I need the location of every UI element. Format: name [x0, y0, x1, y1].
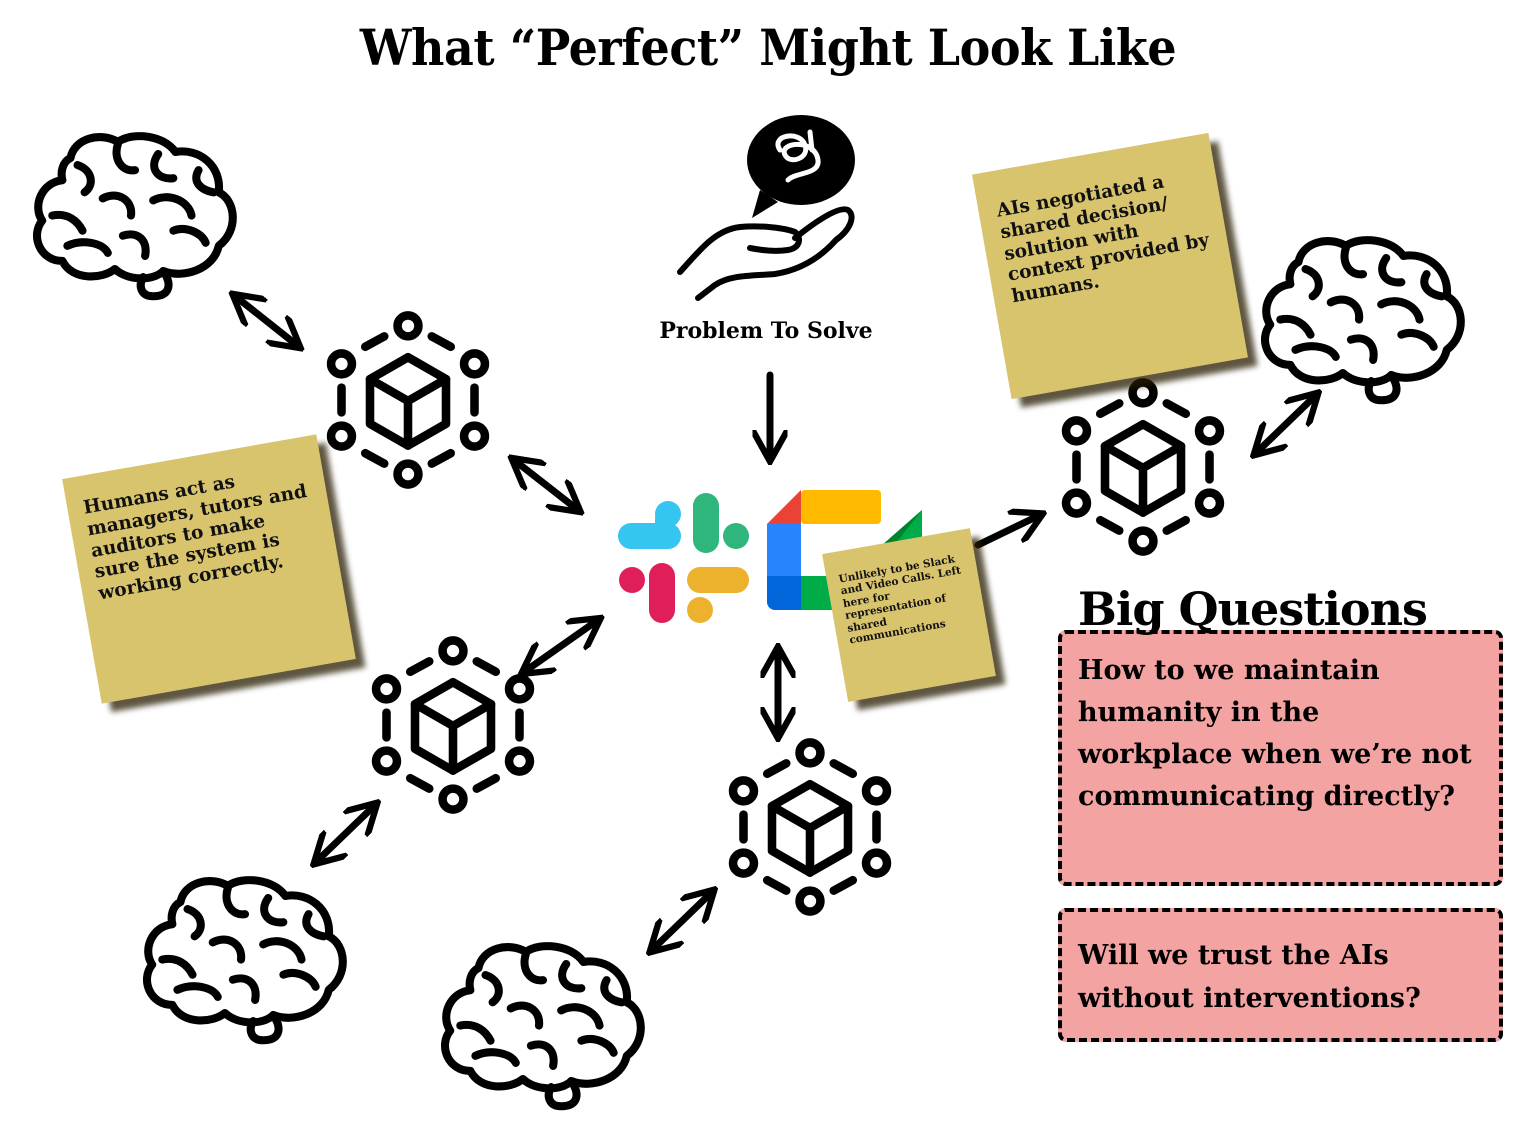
ai-network-cube-icon	[313, 305, 503, 495]
brain-icon	[132, 862, 354, 1047]
question-box: How to we maintain humanity in the workp…	[1058, 630, 1503, 886]
hand-with-problem-speech-bubble-icon	[677, 115, 855, 301]
sticky-note-humans-role: Humans act as managers, tutors and audit…	[62, 434, 356, 704]
brain-icon	[1250, 222, 1472, 407]
sticky-note-text: AIs negotiated a shared decision/ soluti…	[994, 171, 1211, 308]
arrow-brain-tl-to-node-tl	[235, 296, 298, 346]
arrow-node-tl-to-center	[514, 460, 578, 510]
ai-network-cube-icon	[1048, 372, 1238, 562]
question-text: How to we maintain humanity in the workp…	[1078, 655, 1472, 812]
ai-network-cube-icon	[358, 630, 548, 820]
question-box: Will we trust the AIs without interventi…	[1058, 908, 1503, 1042]
arrow-center-to-node-bl	[524, 620, 598, 672]
sticky-note-comms-caveat: Unlikely to be Slack and Video Calls. Le…	[822, 528, 996, 702]
sticky-note-text: Humans act as managers, tutors and audit…	[81, 471, 309, 605]
problem-label: Problem To Solve	[659, 318, 873, 344]
slack-logo-icon	[618, 493, 749, 623]
big-questions-title: Big Questions	[1078, 582, 1428, 636]
arrow-center-to-node-right	[974, 515, 1040, 549]
sticky-note-ai-negotiation: AIs negotiated a shared decision/ soluti…	[972, 132, 1248, 400]
brain-icon	[430, 928, 652, 1113]
question-text: Will we trust the AIs without interventi…	[1078, 940, 1421, 1015]
page-title: What “Perfect” Might Look Like	[359, 18, 1177, 77]
arrow-node-right-to-brain-right	[1256, 395, 1316, 453]
ai-network-cube-icon	[715, 732, 905, 922]
arrow-node-bc-to-brain-bc	[652, 892, 712, 950]
sticky-note-text: Unlikely to be Slack and Video Calls. Le…	[837, 553, 962, 647]
arrow-node-bl-to-brain-bl	[316, 805, 375, 862]
brain-icon	[22, 118, 244, 303]
